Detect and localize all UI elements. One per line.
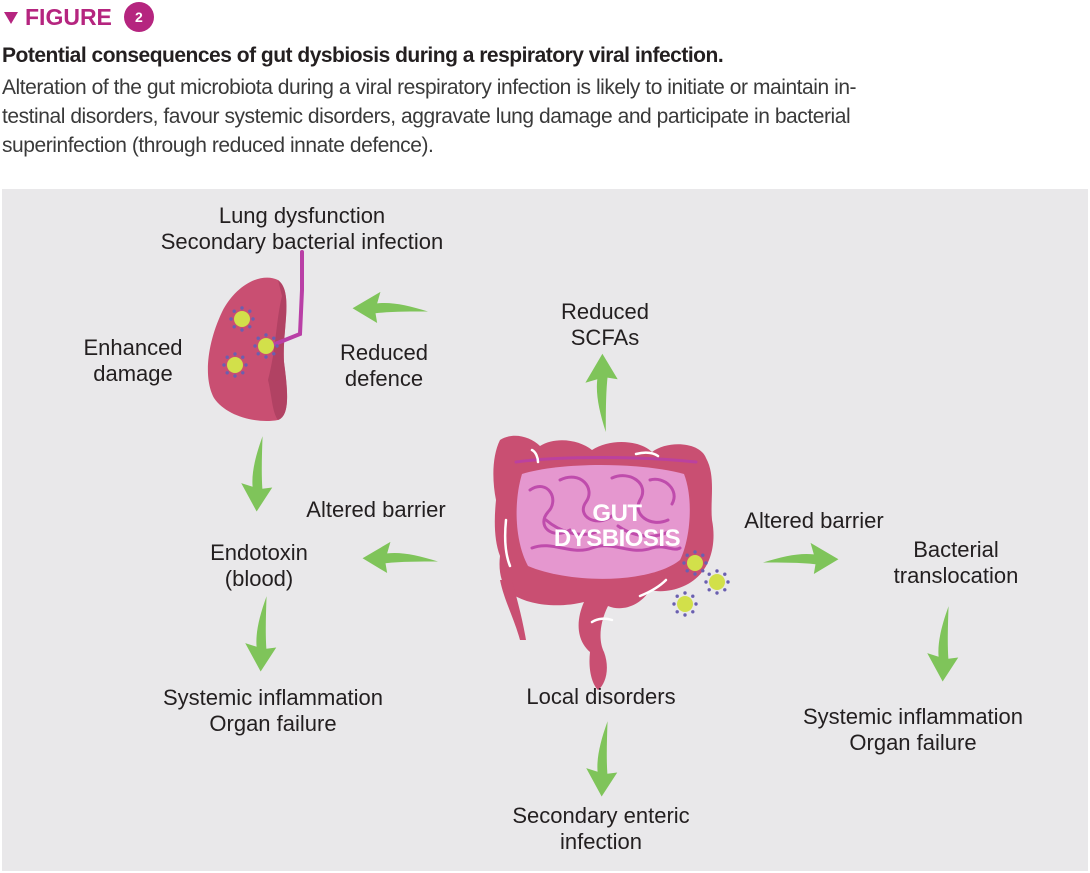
curved-arrow-icon	[585, 353, 618, 432]
curved-arrow-icon	[763, 542, 839, 575]
virus-icon	[704, 569, 730, 595]
virus-icon	[672, 591, 698, 617]
curved-arrow-icon	[240, 435, 275, 513]
curved-arrow-icon	[585, 720, 620, 798]
systemic-inflammation-right-label: Systemic inflammation Organ failure	[802, 704, 1024, 755]
caption-title: Potential consequences of gut dysbiosis …	[2, 44, 724, 67]
gut-label-line: GUT	[592, 500, 642, 527]
lung-icon	[207, 250, 304, 422]
enhanced-damage-label: Enhanced damage	[83, 335, 183, 386]
curved-arrow-icon	[362, 541, 438, 574]
bacterial-translocation-label: Bacterial translocation	[893, 537, 1019, 588]
curved-arrow-icon	[352, 291, 428, 324]
curved-arrow-icon	[926, 605, 961, 683]
reduced-scfas-label: Reduced SCFAs	[560, 299, 650, 350]
curved-arrow-icon	[244, 595, 279, 673]
gut-dysbiosis-label: GUT DYSBIOSIS	[553, 500, 681, 552]
caption-line: testinal disorders, favour systemic diso…	[2, 105, 851, 128]
figure-number-badge: 2	[123, 2, 154, 32]
altered-barrier-left-label: Altered barrier	[306, 497, 446, 522]
secondary-enteric-infection-label: Secondary enteric infection	[512, 803, 690, 854]
altered-barrier-right-label: Altered barrier	[744, 508, 884, 533]
caption-body: Alteration of the gut microbiota during …	[2, 73, 1088, 160]
local-disorders-label: Local disorders	[526, 684, 676, 709]
caption-line: Alteration of the gut microbiota during …	[2, 76, 857, 99]
gut-label-line: DYSBIOSIS	[553, 525, 681, 552]
triangle-down-icon	[4, 12, 18, 24]
reduced-defence-label: Reduced defence	[339, 340, 429, 391]
figure-label: FIGURE	[25, 3, 112, 30]
figure-header: FIGURE 2	[4, 2, 154, 32]
caption-line: superinfection (through reduced innate d…	[2, 134, 434, 157]
intestine-icon	[493, 435, 730, 690]
systemic-inflammation-left-label: Systemic inflammation Organ failure	[162, 685, 384, 736]
endotoxin-label: Endotoxin (blood)	[210, 540, 308, 591]
lung-dysfunction-label: Lung dysfunction Secondary bacterial inf…	[160, 203, 444, 254]
